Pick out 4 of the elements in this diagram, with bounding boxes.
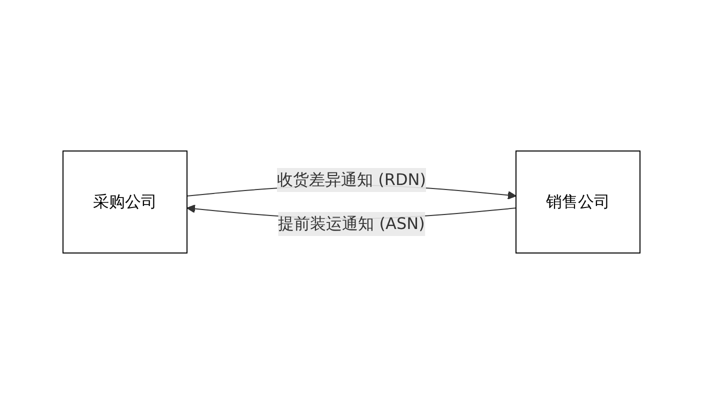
node-box: 采购公司 bbox=[62, 150, 187, 253]
edge-label: 收货差异通知 (RDN) bbox=[276, 170, 426, 188]
edge-label: 提前装运通知 (ASN) bbox=[278, 214, 424, 232]
node-box: 销售公司 bbox=[514, 150, 640, 253]
